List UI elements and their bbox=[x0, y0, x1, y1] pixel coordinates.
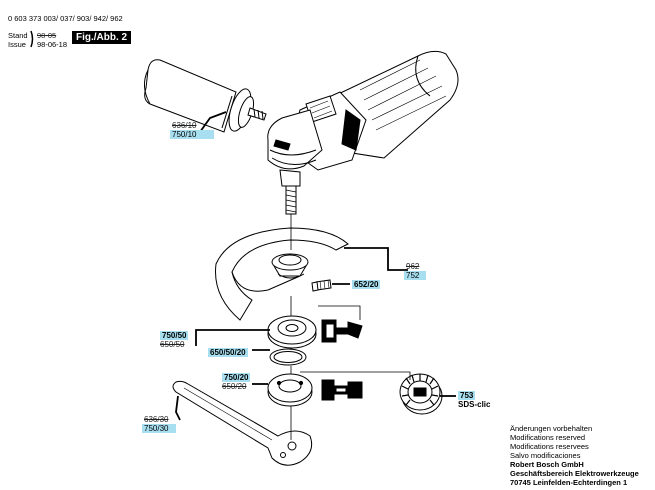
footer-address: 70745 Leinfelden-Echterdingen 1 bbox=[510, 478, 628, 487]
figure-label: Fig./Abb. 2 bbox=[72, 31, 132, 44]
clamping-nut-drawing bbox=[267, 373, 313, 407]
handle-new-number: 750/10 bbox=[170, 130, 214, 139]
issue-value: 98-06-18 bbox=[37, 40, 68, 49]
stand-label: Stand bbox=[8, 31, 28, 40]
sds-clic-nut-drawing bbox=[399, 373, 443, 415]
flange-section-drawing bbox=[321, 319, 363, 343]
spanner-old-number: 636/30 bbox=[144, 415, 169, 424]
spanner-new-number: 750/30 bbox=[142, 424, 176, 433]
footer-line-3: Modifications reservees bbox=[510, 442, 589, 451]
screw-drawing bbox=[311, 279, 332, 292]
issue-label: Issue bbox=[8, 40, 26, 49]
flange-new-number: 750/50 bbox=[160, 331, 189, 340]
part-numbers: 0 603 373 003/ 037/ 903/ 942/ 962 bbox=[8, 14, 123, 23]
sds-clic-number: 753 bbox=[458, 391, 476, 400]
flange-old-number: 650/50 bbox=[160, 340, 185, 349]
handle-old-number: 636/10 bbox=[172, 121, 197, 130]
o-ring-number: 650/50/20 bbox=[208, 348, 248, 357]
footer-line-4: Salvo modificaciones bbox=[510, 451, 581, 460]
clamping-flange-drawing bbox=[267, 315, 317, 349]
screw-number: 652/20 bbox=[352, 280, 381, 289]
side-handle-drawing bbox=[144, 59, 267, 133]
footer-line-2: Modifications reserved bbox=[510, 433, 586, 442]
guard-old-number: 962 bbox=[406, 262, 420, 271]
nut-new-number: 750/20 bbox=[222, 373, 251, 382]
grinder-body-drawing bbox=[267, 50, 459, 215]
footer-line-1: Änderungen vorbehalten bbox=[510, 424, 593, 433]
guard-new-number: 752 bbox=[404, 271, 426, 280]
guard-drawing bbox=[215, 227, 349, 321]
nut-old-number: 650/20 bbox=[222, 382, 247, 391]
o-ring-drawing bbox=[269, 348, 307, 366]
spanner-drawing bbox=[172, 380, 313, 466]
nut-section-drawing bbox=[321, 379, 363, 401]
sds-clic-label: SDS-clic bbox=[458, 400, 491, 409]
footer-company: Robert Bosch GmbH bbox=[510, 460, 584, 469]
stand-value: 98-05 bbox=[37, 31, 57, 40]
footer-division: Geschäftsbereich Elektrowerkzeuge bbox=[510, 469, 639, 478]
